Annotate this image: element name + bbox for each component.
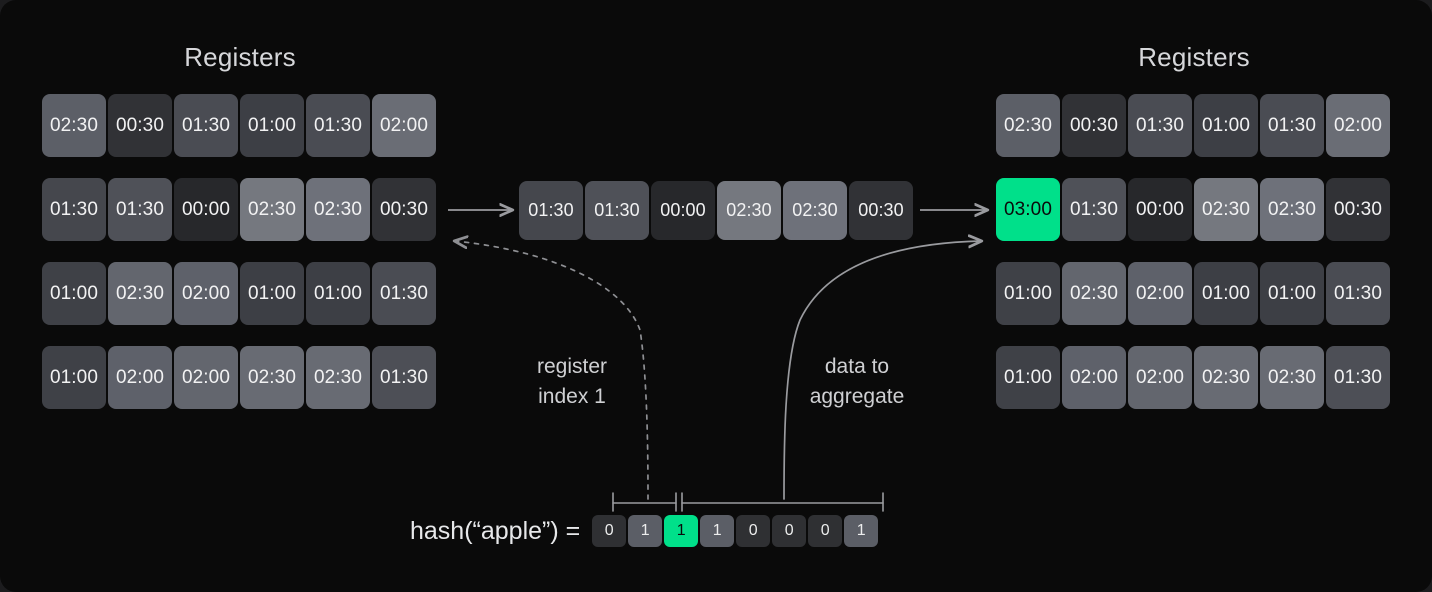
hash-bit[interactable]: 0 [772,515,807,547]
register-cell[interactable]: 02:30 [1260,346,1324,409]
hash-bit[interactable]: 1 [700,515,735,547]
extracted-register-cell[interactable]: 00:30 [849,181,913,240]
extracted-register-cell[interactable]: 02:30 [783,181,847,240]
register-cell[interactable]: 02:00 [1128,346,1192,409]
register-cell[interactable]: 01:30 [372,346,436,409]
register-cell[interactable]: 02:30 [1194,178,1258,241]
left-registers-title: Registers [184,42,296,72]
register-cell[interactable]: 02:30 [240,346,304,409]
hash-function-label: hash(“apple”) = [410,516,581,545]
register-cell[interactable]: 01:30 [1326,346,1390,409]
register-cell[interactable]: 01:00 [1194,262,1258,325]
register-cell[interactable]: 02:30 [108,262,172,325]
register-cell[interactable]: 00:30 [1326,178,1390,241]
register-cell[interactable]: 01:00 [240,94,304,157]
register-cell[interactable]: 00:30 [1062,94,1126,157]
register-cell[interactable]: 01:30 [174,94,238,157]
register-cell[interactable]: 01:30 [108,178,172,241]
right-registers-title: Registers [1138,42,1250,72]
register-cell[interactable]: 01:00 [42,346,106,409]
register-cell[interactable]: 00:30 [108,94,172,157]
register-cell[interactable]: 01:00 [306,262,370,325]
register-cell[interactable]: 00:00 [1128,178,1192,241]
register-cell[interactable]: 03:00 [996,178,1060,241]
register-cell[interactable]: 01:00 [1194,94,1258,157]
data-to-aggregate-caption: data to aggregate [809,355,905,408]
register-cell[interactable]: 02:00 [1128,262,1192,325]
register-cell[interactable]: 01:30 [306,94,370,157]
register-cell[interactable]: 01:30 [1260,94,1324,157]
register-cell[interactable]: 02:00 [108,346,172,409]
register-cell[interactable]: 01:00 [1260,262,1324,325]
register-cell[interactable]: 01:00 [996,346,1060,409]
register-cell[interactable]: 02:00 [174,346,238,409]
hash-bit[interactable]: 1 [844,515,879,547]
register-cell[interactable]: 02:30 [1260,178,1324,241]
register-cell[interactable]: 01:30 [372,262,436,325]
register-cell[interactable]: 02:00 [1326,94,1390,157]
register-cell[interactable]: 01:30 [1062,178,1126,241]
register-index-caption: register index 1 [536,355,608,408]
register-cell[interactable]: 01:30 [1326,262,1390,325]
register-cell[interactable]: 02:30 [1194,346,1258,409]
register-cell[interactable]: 01:30 [42,178,106,241]
register-cell[interactable]: 01:30 [1128,94,1192,157]
register-cell[interactable]: 01:00 [996,262,1060,325]
extracted-register-cell[interactable]: 01:30 [585,181,649,240]
hash-data-bracket [681,492,884,512]
register-cell[interactable]: 02:30 [42,94,106,157]
extracted-register-cell[interactable]: 01:30 [519,181,583,240]
register-cell[interactable]: 02:30 [996,94,1060,157]
register-cell[interactable]: 02:00 [1062,346,1126,409]
register-cell[interactable]: 01:00 [240,262,304,325]
hash-bit[interactable]: 0 [808,515,843,547]
register-cell[interactable]: 02:30 [1062,262,1126,325]
register-cell[interactable]: 02:30 [306,178,370,241]
hash-index-bracket [612,492,677,512]
register-cell[interactable]: 02:30 [306,346,370,409]
extracted-register-cell[interactable]: 02:30 [717,181,781,240]
hash-bit[interactable]: 1 [664,515,699,547]
extracted-register-cell[interactable]: 00:00 [651,181,715,240]
hash-bit[interactable]: 0 [736,515,771,547]
register-cell[interactable]: 02:30 [240,178,304,241]
hash-bit[interactable]: 1 [628,515,663,547]
hash-bit[interactable]: 0 [592,515,627,547]
register-cell[interactable]: 02:00 [174,262,238,325]
register-cell[interactable]: 00:00 [174,178,238,241]
register-cell[interactable]: 01:00 [42,262,106,325]
register-cell[interactable]: 02:00 [372,94,436,157]
register-cell[interactable]: 00:30 [372,178,436,241]
